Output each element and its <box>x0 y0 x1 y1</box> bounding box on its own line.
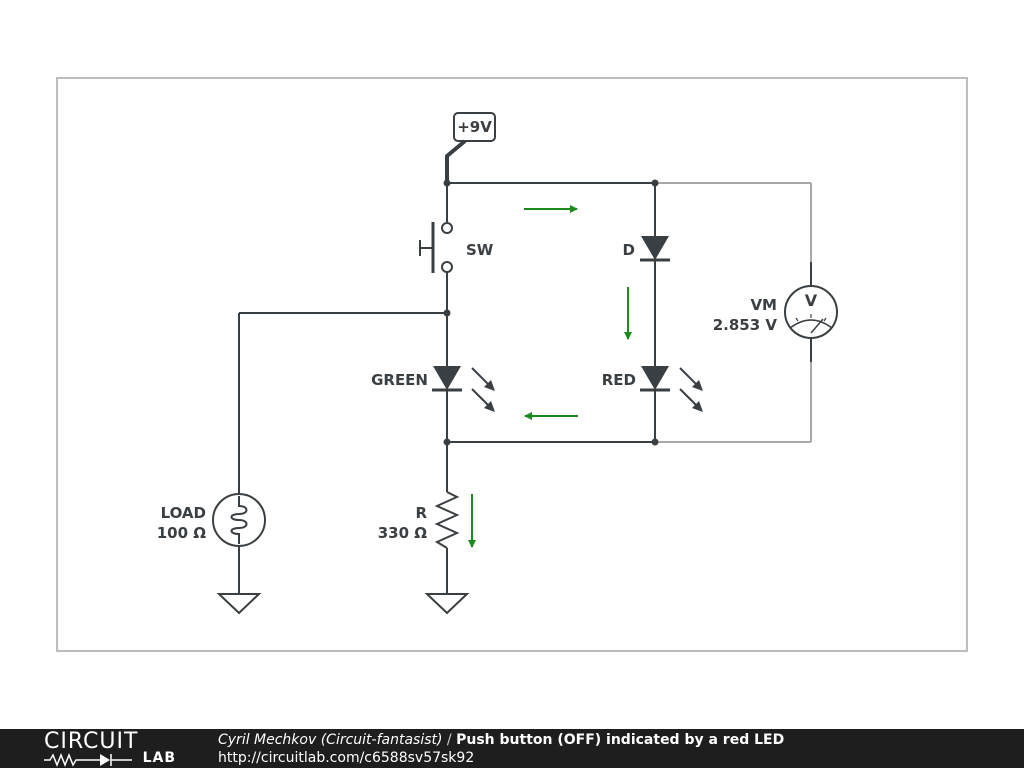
voltmeter-name: VM <box>750 296 777 314</box>
resistor-value: 330 Ω <box>378 524 428 542</box>
load-value: 100 Ω <box>157 524 207 542</box>
switch-label: SW <box>466 241 494 259</box>
logo-bottom-text: LAB <box>142 750 176 766</box>
supply-9v[interactable]: +9V <box>445 112 496 183</box>
push-button-sw[interactable]: SW <box>419 222 494 273</box>
resistor-r[interactable]: R 330 Ω <box>378 491 460 549</box>
title-separator: / <box>442 732 457 748</box>
circuit-url[interactable]: http://circuitlab.com/c6588sv57sk92 <box>218 750 475 766</box>
voltmeter-probe-wires <box>655 182 812 443</box>
red-led[interactable]: RED <box>602 366 703 412</box>
ground-resistor <box>424 593 470 615</box>
logo-top-text: CIRCUIT <box>44 729 139 754</box>
green-led-label: GREEN <box>371 371 428 389</box>
green-led[interactable]: GREEN <box>371 366 495 412</box>
diode-label: D <box>623 241 635 259</box>
ground-load <box>216 593 262 615</box>
current-arrows <box>468 205 632 548</box>
red-led-label: RED <box>602 371 636 389</box>
circuit-title-line: Cyril Mechkov (Circuit-fantasist) / Push… <box>218 731 784 749</box>
voltmeter-vm[interactable]: V VM 2.853 V <box>713 285 838 339</box>
logo-bottom: LAB <box>44 750 176 767</box>
voltmeter-reading: 2.853 V <box>713 316 778 334</box>
resistor-name: R <box>415 504 427 522</box>
supply-label: +9V <box>457 118 492 136</box>
footer-bar: CIRCUIT LAB Cyril Mechkov (Circuit-fanta… <box>0 729 1024 768</box>
junctions <box>443 179 659 446</box>
drawing-frame <box>56 77 968 652</box>
diode-d[interactable]: D <box>623 236 670 262</box>
logo-wave-diode-icon <box>44 753 132 767</box>
circuit-schematic: +9V SW <box>56 77 968 652</box>
author-name[interactable]: Cyril Mechkov (Circuit-fantasist) <box>218 732 443 748</box>
load-lamp[interactable]: LOAD 100 Ω <box>157 493 266 547</box>
voltmeter-symbol: V <box>805 291 818 310</box>
circuit-title: Push button (OFF) indicated by a red LED <box>456 732 785 748</box>
wires <box>238 182 656 594</box>
load-name: LOAD <box>161 504 206 522</box>
circuitlab-logo[interactable]: CIRCUIT LAB <box>44 731 176 767</box>
